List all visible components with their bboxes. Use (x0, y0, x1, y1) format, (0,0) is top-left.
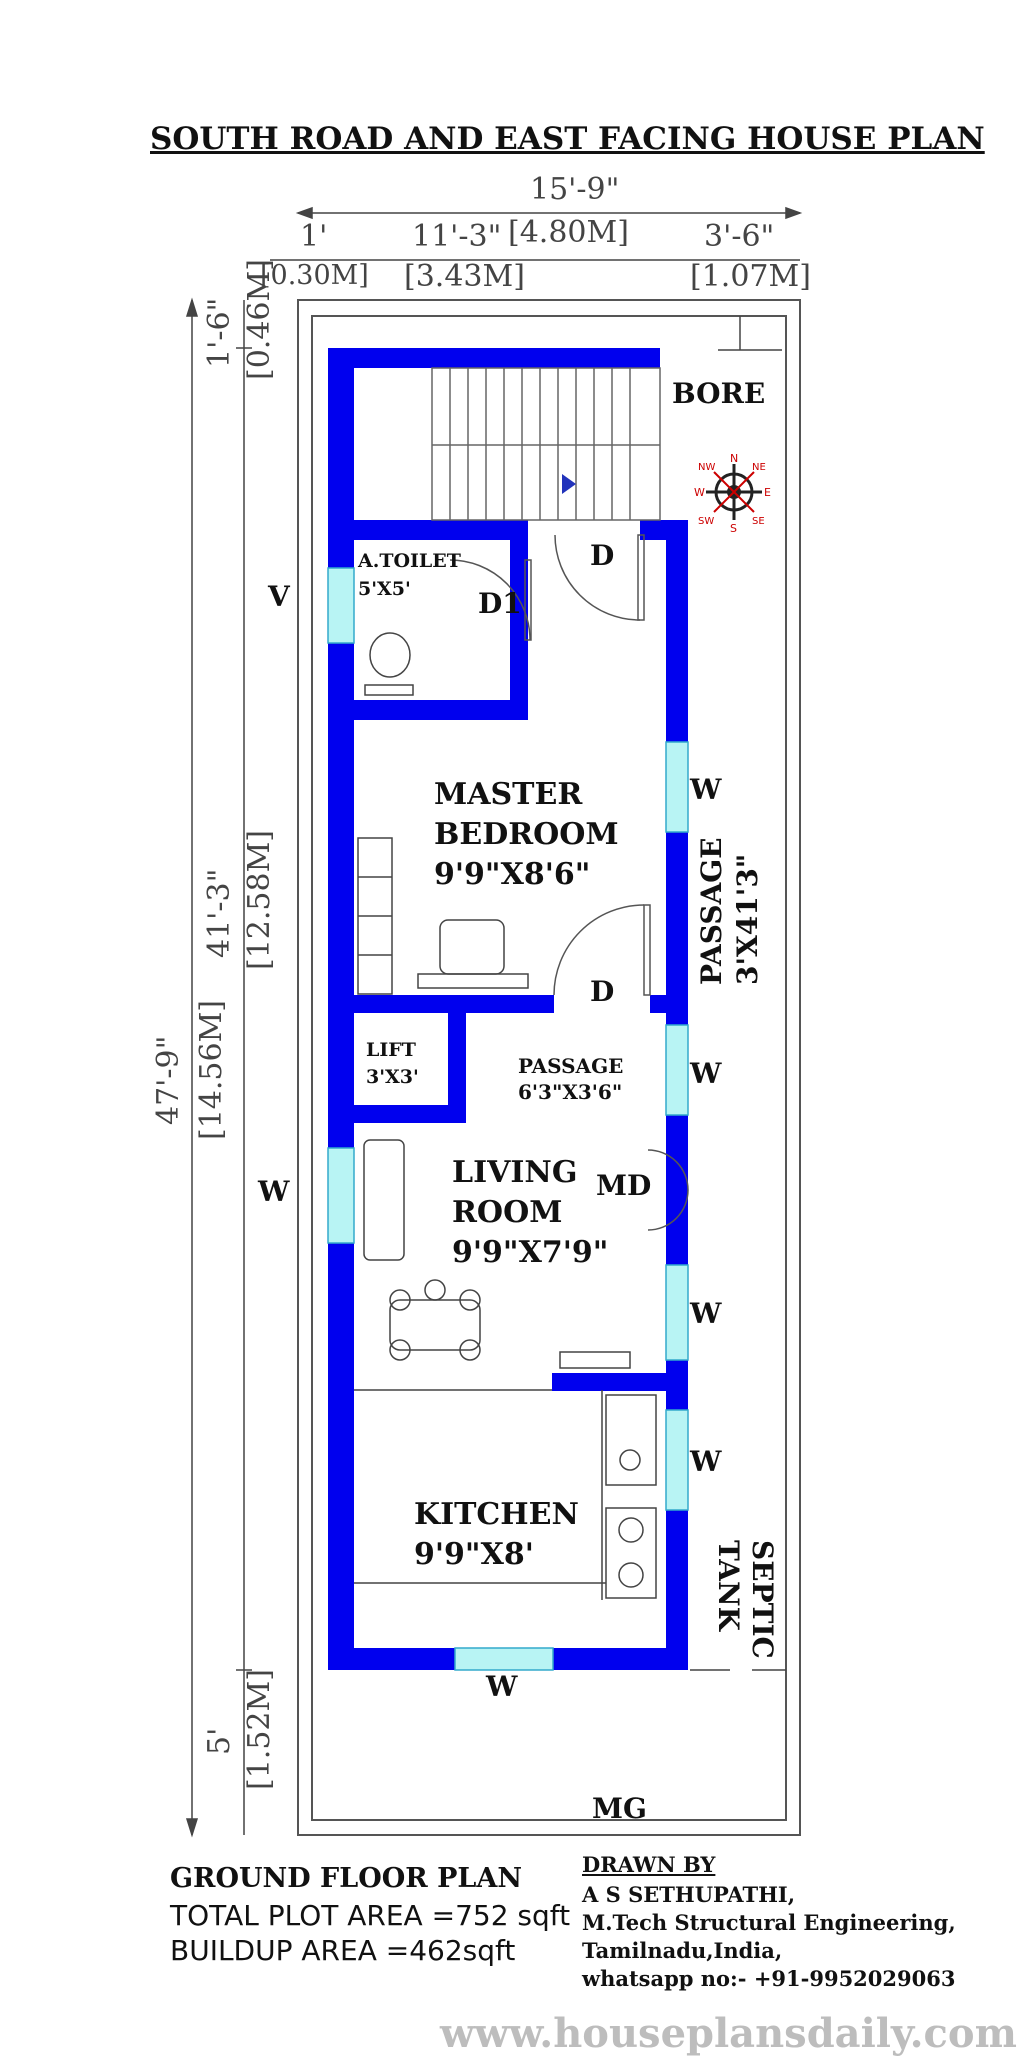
compass-e: E (764, 486, 771, 499)
compass-ne: NE (752, 462, 766, 473)
house-depth-label: 41'-3" (202, 868, 237, 958)
bottom-setback-metric: [1.52M] (242, 1669, 277, 1790)
lift-size: 3'X3' (366, 1066, 419, 1088)
septic-line2: TANK (712, 1540, 745, 1631)
plot-boundary (297, 299, 801, 1836)
main-gate-label: MG (592, 1792, 647, 1825)
author-place: Tamilnadu,India, (582, 1938, 783, 1963)
septic-line1: SEPTIC (746, 1540, 779, 1659)
window-passage-label: W (690, 1057, 722, 1090)
buildup-area-label: BUILDUP AREA =462sqft (170, 1934, 516, 1967)
plan-title: SOUTH ROAD AND EAST FACING HOUSE PLAN (150, 121, 985, 157)
stair-arrow-icon (562, 474, 576, 494)
window-bottom-label: W (486, 1670, 518, 1703)
total-width-label: 15'-9" (530, 172, 620, 207)
author-name: A S SETHUPATHI, (582, 1882, 796, 1907)
width-part1-label: 1' (300, 219, 328, 254)
master-bedroom-line1: MASTER (434, 777, 583, 812)
website-watermark: www.houseplansdaily.com (440, 2010, 1017, 2057)
ground-floor-plan-label: GROUND FLOOR PLAN (170, 1863, 523, 1894)
compass-n: N (730, 452, 738, 465)
toilet-name: A.TOILET (358, 550, 461, 572)
lift-name: LIFT (366, 1039, 416, 1061)
living-room-line2: ROOM (452, 1195, 563, 1230)
main-door-label: MD (596, 1169, 652, 1202)
compass-sw: SW (698, 516, 714, 527)
ventilator-label: V (268, 580, 290, 613)
master-bedroom-size: 9'9"X8'6" (434, 857, 591, 892)
door-d-bedroom-label: D (590, 975, 615, 1008)
passage-name: PASSAGE (518, 1054, 624, 1078)
compass-s: S (730, 522, 737, 535)
walls (328, 348, 688, 1670)
width-part3-metric: [1.07M] (690, 259, 811, 294)
windows-glass (327, 567, 689, 1671)
width-metric-total-label: [4.80M] (508, 215, 629, 250)
author-whatsapp: whatsapp no:- +91-9952029063 (582, 1966, 956, 1991)
top-setback-metric: [0.46M] (242, 259, 277, 380)
width-part2-label: 11'-3" (412, 219, 502, 254)
total-depth-metric: [14.56M] (194, 999, 229, 1140)
master-bedroom-line2: BEDROOM (434, 817, 619, 852)
bore-label: BORE (672, 377, 766, 410)
window-left-label: W (258, 1175, 290, 1208)
living-room-line1: LIVING (452, 1155, 578, 1190)
house-depth-metric: [12.58M] (242, 829, 277, 970)
living-room-size: 9'9"X7'9" (452, 1235, 609, 1270)
door-swings (449, 534, 689, 1231)
bottom-setback-label: 5' (202, 1727, 237, 1755)
kitchen-name: KITCHEN (414, 1497, 579, 1532)
side-passage-label: PASSAGE (695, 837, 728, 985)
window-living-label: W (690, 1297, 722, 1330)
compass-w: W (694, 486, 705, 499)
door-d1-label: D1 (478, 587, 522, 620)
width-part1-metric: [0.30M] (260, 260, 369, 291)
compass-rose-icon: N S E W NE NW SE SW (694, 452, 771, 535)
width-part2-metric: [3.43M] (404, 259, 525, 294)
side-passage-size: 3'X41'3" (731, 853, 764, 985)
window-bedroom-label: W (690, 773, 722, 806)
compass-se: SE (752, 516, 765, 527)
kitchen-size: 9'9"X8' (414, 1537, 534, 1572)
dimension-lines (185, 206, 803, 1838)
window-kitchen-label: W (690, 1445, 722, 1478)
author-degree: M.Tech Structural Engineering, (582, 1910, 956, 1935)
top-setback-label: 1'-6" (202, 297, 237, 368)
drawn-by-label: DRAWN BY (582, 1852, 716, 1877)
passage-size: 6'3"X3'6" (518, 1080, 623, 1104)
door-d-top-label: D (590, 539, 615, 572)
width-part3-label: 3'-6" (704, 219, 775, 254)
plot-area-label: TOTAL PLOT AREA =752 sqft (170, 1899, 571, 1932)
total-depth-label: 47'-9" (151, 1035, 186, 1125)
toilet-size: 5'X5' (358, 578, 411, 600)
compound-wall (311, 315, 787, 1821)
compass-nw: NW (698, 462, 715, 473)
furniture (354, 316, 786, 1671)
staircase (431, 367, 661, 521)
